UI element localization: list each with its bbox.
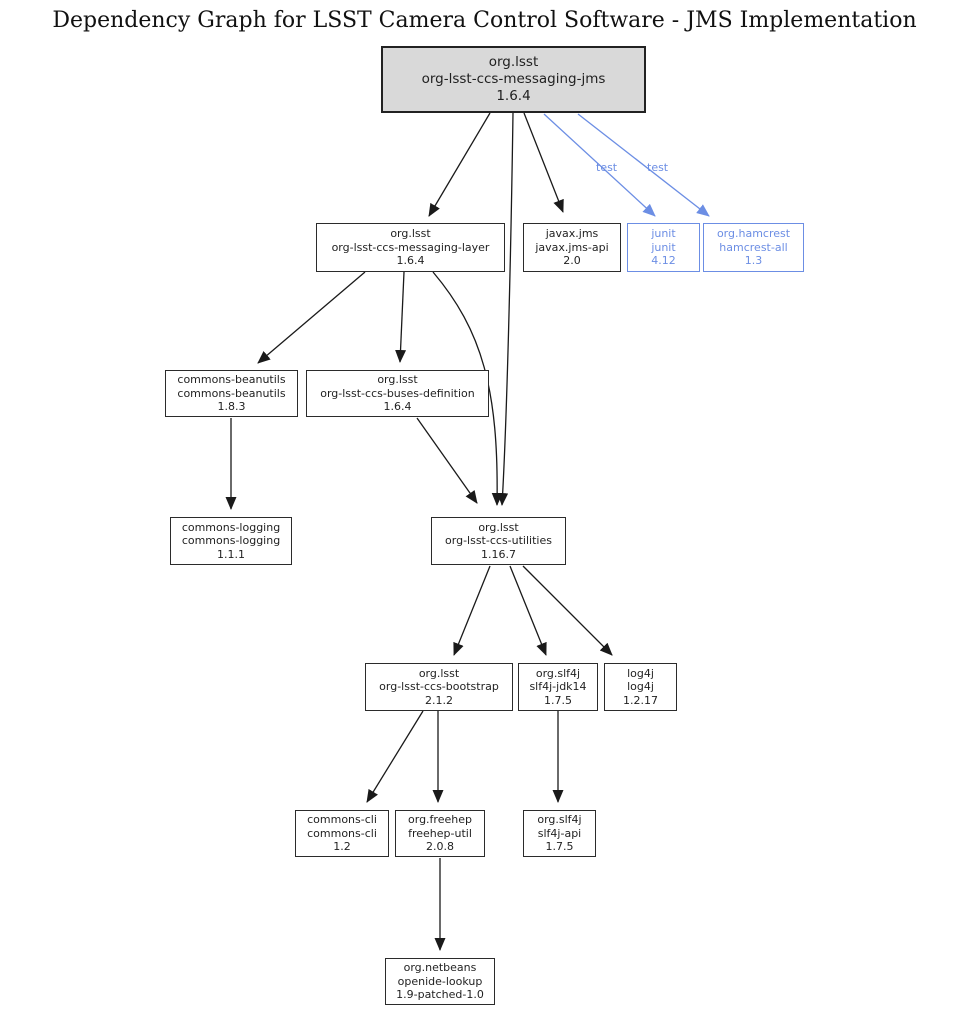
node-text-line: org.netbeans: [403, 961, 477, 975]
node-slf4j-api: org.slf4j slf4j-api 1.7.5: [523, 810, 596, 857]
node-text-line: 1.2.17: [623, 693, 658, 707]
node-text-line: junit: [651, 240, 676, 254]
node-org-lsst-ccs-bootstrap: org.lsst org-lsst-ccs-bootstrap 2.1.2: [365, 663, 513, 711]
node-openide-lookup: org.netbeans openide-lookup 1.9-patched-…: [385, 958, 495, 1005]
node-slf4j-jdk14: org.slf4j slf4j-jdk14 1.7.5: [518, 663, 598, 711]
node-commons-cli: commons-cli commons-cli 1.2: [295, 810, 389, 857]
node-text-line: commons-cli: [307, 826, 377, 840]
node-text-line: commons-logging: [181, 534, 281, 548]
node-text-line: slf4j-jdk14: [529, 680, 587, 694]
edge-jms-to-javax-jms-api: [523, 112, 564, 213]
node-text-line: org.lsst: [478, 520, 519, 534]
node-text-line: junit: [651, 227, 676, 241]
node-text-line: 1.6.4: [496, 88, 531, 104]
edge-jms-to-utilities: [497, 112, 514, 506]
node-javax-jms-api: javax.jms javax.jms-api 2.0: [523, 223, 621, 272]
node-text-line: 1.16.7: [481, 547, 516, 561]
node-text-line: javax.jms: [545, 227, 599, 241]
node-org-lsst-ccs-buses-definition: org.lsst org-lsst-ccs-buses-definition 1…: [306, 370, 489, 417]
node-text-line: org-lsst-ccs-buses-definition: [320, 386, 475, 400]
node-text-line: commons-beanutils: [177, 386, 286, 400]
node-text-line: log4j: [627, 666, 654, 680]
node-junit: junit junit 4.12: [627, 223, 700, 272]
node-text-line: 1.7.5: [544, 693, 572, 707]
edge-utilities-to-slf4j-jdk14: [509, 565, 547, 656]
node-text-line: openide-lookup: [397, 974, 483, 988]
node-text-line: 1.8.3: [217, 400, 246, 414]
node-text-line: org.hamcrest: [716, 227, 791, 241]
node-text-line: 1.1.1: [217, 547, 245, 561]
node-text-line: 1.7.5: [545, 840, 574, 854]
edge-utilities-to-bootstrap: [453, 565, 491, 656]
node-text-line: org-lsst-ccs-messaging-layer: [331, 240, 490, 254]
node-commons-logging: commons-logging commons-logging 1.1.1: [170, 517, 292, 565]
node-text-line: 1.6.4: [396, 254, 425, 268]
node-text-line: javax.jms-api: [535, 240, 609, 254]
edge-layer-to-buses-definition: [395, 271, 407, 363]
node-text-line: org-lsst-ccs-bootstrap: [379, 680, 499, 694]
node-text-line: 2.0.8: [426, 840, 454, 854]
node-text-line: commons-beanutils: [177, 373, 286, 387]
node-org-lsst-ccs-messaging-jms: org.lsst org-lsst-ccs-messaging-jms 1.6.…: [381, 46, 646, 113]
node-text-line: 4.12: [651, 254, 676, 268]
node-text-line: 2.0: [563, 254, 581, 268]
edge-jms-to-hamcrest-test: [577, 113, 710, 217]
node-text-line: 1.6.4: [383, 400, 412, 414]
node-text-line: 1.9-patched-1.0: [396, 988, 484, 1002]
node-text-line: org.slf4j: [537, 813, 582, 827]
node-text-line: commons-logging: [181, 520, 281, 534]
node-text-line: log4j: [627, 680, 654, 694]
node-text-line: org-lsst-ccs-utilities: [445, 534, 552, 548]
node-text-line: 1.2: [333, 840, 351, 854]
node-text-line: slf4j-api: [537, 826, 582, 840]
edge-jms-to-messaging-layer: [428, 112, 491, 217]
edge-bootstrap-to-commons-cli: [366, 710, 424, 803]
edge-utilities-to-log4j: [522, 565, 613, 656]
node-org-lsst-ccs-messaging-layer: org.lsst org-lsst-ccs-messaging-layer 1.…: [316, 223, 505, 272]
node-hamcrest-all: org.hamcrest hamcrest-all 1.3: [703, 223, 804, 272]
node-text-line: org.lsst: [377, 373, 418, 387]
node-text-line: commons-cli: [307, 813, 377, 827]
node-text-line: org-lsst-ccs-messaging-jms: [421, 71, 606, 87]
node-text-line: freehep-util: [408, 826, 472, 840]
edge-layer-to-utilities: [432, 271, 503, 506]
node-text-line: org.lsst: [418, 666, 460, 680]
node-text-line: 2.1.2: [425, 693, 453, 707]
node-freehep-util: org.freehep freehep-util 2.0.8: [395, 810, 485, 857]
node-text-line: 1.3: [744, 254, 763, 268]
node-text-line: org.lsst: [390, 227, 431, 241]
edge-layer-to-commons-beanutils: [257, 271, 366, 364]
node-text-line: org.freehep: [408, 813, 472, 827]
node-text-line: org.slf4j: [535, 666, 581, 680]
node-text-line: org.lsst: [488, 54, 539, 70]
diagram-title: Dependency Graph for LSST Camera Control…: [52, 8, 917, 33]
node-text-line: hamcrest-all: [719, 240, 788, 254]
node-org-lsst-ccs-utilities: org.lsst org-lsst-ccs-utilities 1.16.7: [431, 517, 566, 565]
edge-scope-label-test: test: [647, 161, 669, 174]
edge-buses-to-utilities: [416, 417, 478, 504]
edge-scope-label-test: test: [596, 161, 618, 174]
node-log4j: log4j log4j 1.2.17: [604, 663, 677, 711]
node-commons-beanutils: commons-beanutils commons-beanutils 1.8.…: [165, 370, 298, 417]
edge-jms-to-junit-test: [543, 113, 656, 217]
